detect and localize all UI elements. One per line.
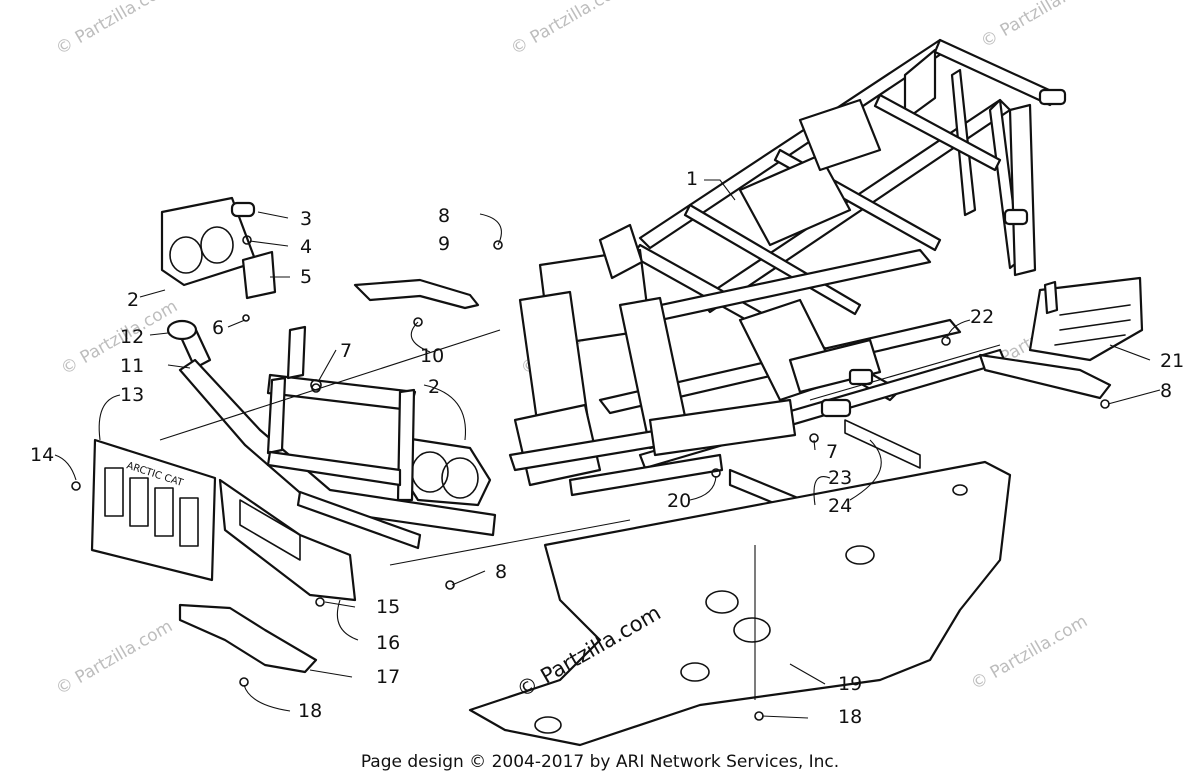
callout-14: 14: [30, 444, 54, 466]
front-rack: [178, 325, 497, 550]
callout-22: 22: [970, 306, 994, 328]
callout-18: 18: [838, 706, 862, 728]
watermark: © Partzilla.com: [53, 0, 177, 59]
callout-4: 4: [300, 236, 312, 258]
callout-7: 7: [340, 340, 352, 362]
callout-19: 19: [838, 673, 862, 695]
rack-cap: [166, 319, 198, 341]
callout-13: 13: [120, 384, 144, 406]
headlight-right: [400, 436, 492, 507]
callout-12: 12: [120, 326, 144, 348]
underbody-skid-plate: [468, 460, 1012, 747]
callout-15: 15: [376, 596, 400, 618]
lower-bumper: [178, 603, 318, 674]
bracket-9: [353, 278, 480, 310]
callout-24: 24: [828, 495, 852, 517]
watermark: © Partzilla.com: [508, 0, 632, 59]
watermark: © Partzilla.com: [968, 611, 1092, 694]
callout-8: 8: [1160, 380, 1172, 402]
callout-9: 9: [438, 233, 450, 255]
footer-copyright: Page design © 2004-2017 by ARI Network S…: [360, 752, 840, 772]
callout-8: 8: [438, 205, 450, 227]
callout-10: 10: [420, 345, 444, 367]
callout-3: 3: [300, 208, 312, 230]
watermark: © Partzilla.com: [978, 0, 1102, 52]
callout-7: 7: [826, 441, 838, 463]
callout-18: 18: [298, 700, 322, 722]
callout-2: 2: [127, 289, 139, 311]
callout-17: 17: [376, 666, 400, 688]
callout-8: 8: [495, 561, 507, 583]
front-skid-plate: [218, 478, 357, 602]
callout-16: 16: [376, 632, 400, 654]
callout-20: 20: [667, 490, 691, 512]
front-grille: ARCTIC CAT: [90, 438, 217, 582]
callout-6: 6: [212, 317, 224, 339]
leader-lines: [54, 179, 1161, 719]
headlight-bracket: [230, 201, 277, 322]
callout-2: 2: [428, 376, 440, 398]
callout-labels: 1 2 2 3 4 5 6 7 7 8 9 8 8 10 11 12 13 14…: [30, 168, 1184, 728]
callout-23: 23: [828, 467, 852, 489]
callout-1: 1: [686, 168, 698, 190]
footrest-right: [978, 276, 1144, 400]
headlight-left: [160, 196, 258, 287]
main-frame: [508, 38, 1067, 497]
watermark: © Partzilla.com: [53, 616, 177, 699]
callout-5: 5: [300, 266, 312, 288]
callout-21: 21: [1160, 350, 1184, 372]
callout-11: 11: [120, 355, 144, 377]
